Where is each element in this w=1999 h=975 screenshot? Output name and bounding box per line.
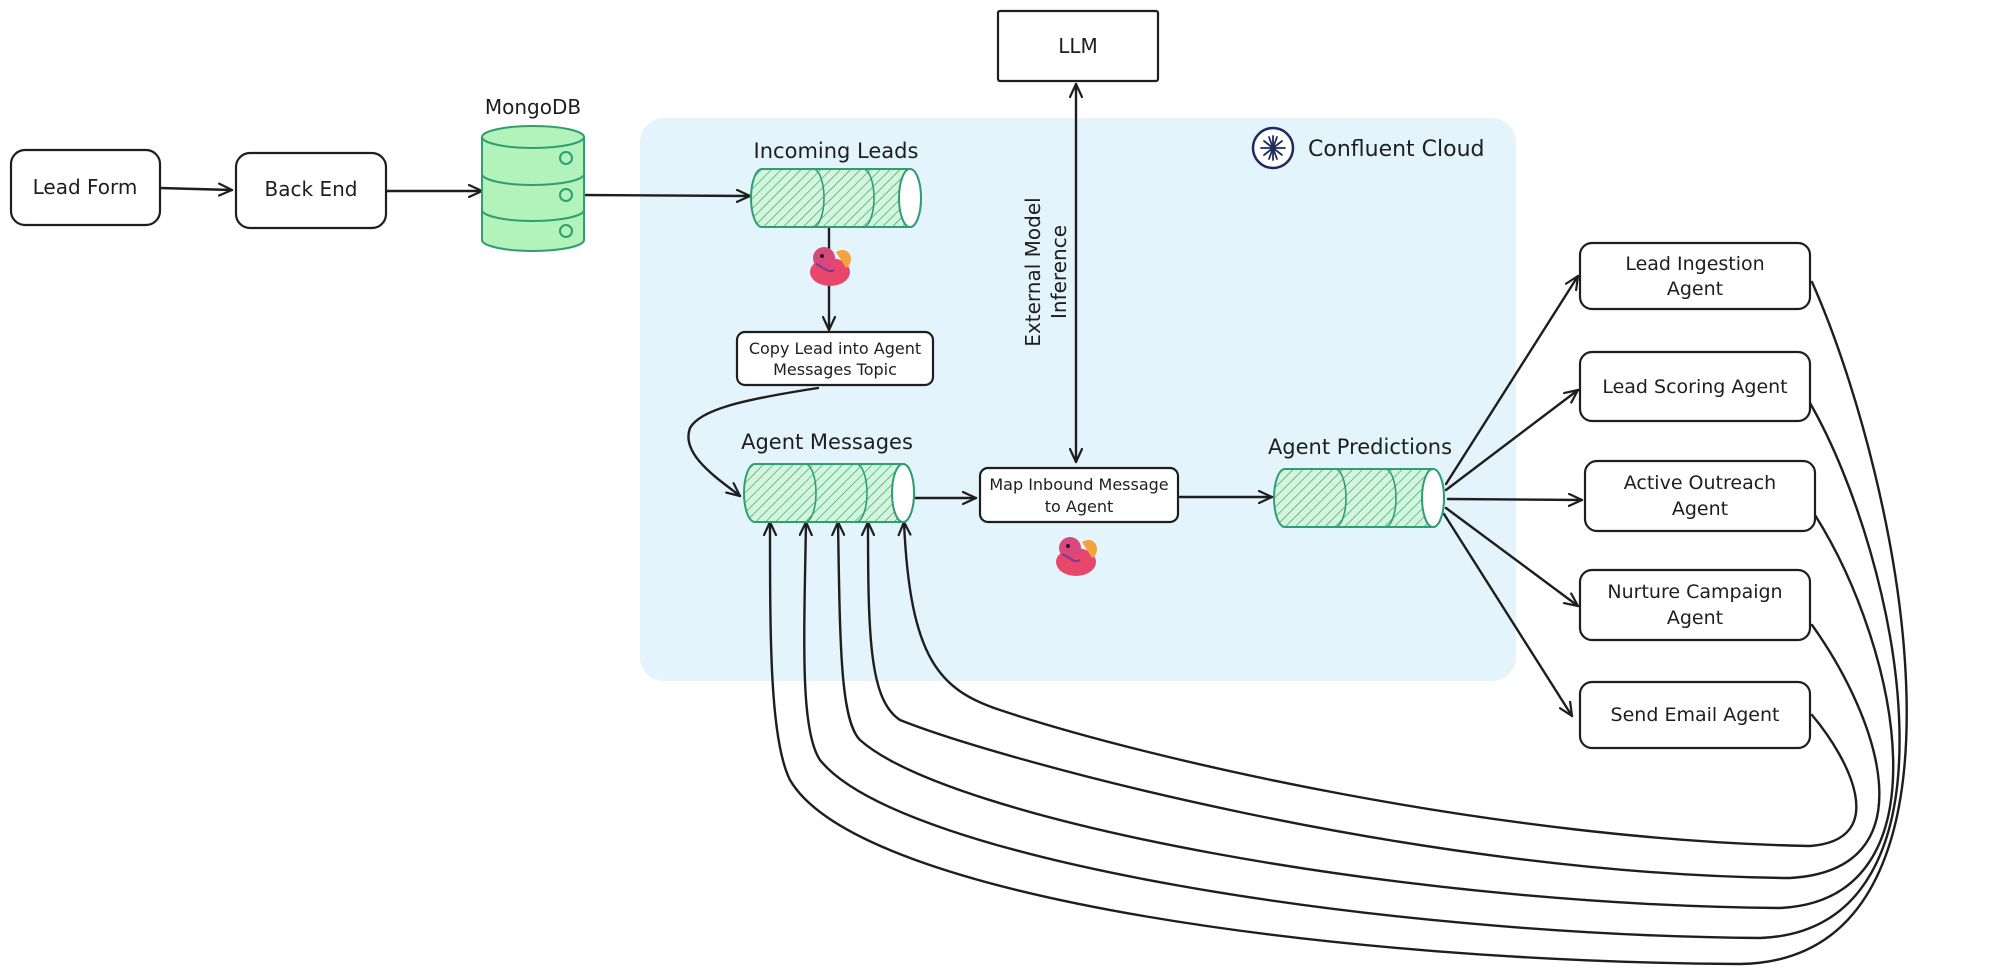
- agent-box-active-outreach: [1583, 459, 1817, 533]
- agent-predictions-label: Agent Predictions: [1268, 435, 1452, 459]
- flink-squirrel-icon: [810, 247, 851, 286]
- edge-copy-agentmessages: [687, 386, 820, 498]
- confluent-cloud-label: Confluent Cloud: [1308, 137, 1485, 162]
- feedback-edge-ingestion: [770, 280, 1908, 966]
- edge-predictions-agent-1: [1444, 274, 1580, 486]
- external-inference-label-1: External Model: [1021, 197, 1045, 346]
- agent-box-lead-scoring: [1578, 350, 1812, 423]
- mongodb-label: MongoDB: [485, 95, 581, 119]
- llm-box: [996, 9, 1160, 83]
- agent-predictions-topic: [1273, 468, 1445, 528]
- edge-mongodb-incoming: [578, 195, 752, 196]
- copy-lead-label-1: Copy Lead into Agent: [749, 339, 921, 358]
- agent-label-active-outreach-1: Active Outreach: [1624, 472, 1776, 494]
- agent-box-send-email: [1578, 680, 1812, 750]
- flink-squirrel-icon: [1056, 537, 1097, 576]
- copy-lead-label-2: Messages Topic: [773, 360, 897, 379]
- feedback-edge-send-email: [904, 520, 1858, 848]
- llm-label: LLM: [1058, 34, 1098, 58]
- edge-predictions-agent-4: [1444, 506, 1580, 608]
- edge-predictions-agent-2: [1444, 388, 1580, 492]
- copy-lead-box: [735, 330, 935, 387]
- feedback-edge-outreach: [838, 513, 1895, 910]
- agent-label-lead-ingestion-2: Agent: [1667, 278, 1723, 300]
- edge-leadform-backend: [158, 188, 234, 190]
- incoming-leads-label: Incoming Leads: [754, 139, 919, 163]
- agent-label-lead-scoring: Lead Scoring Agent: [1602, 376, 1787, 398]
- lead-form-box: [9, 148, 162, 227]
- agent-label-lead-ingestion-1: Lead Ingestion: [1625, 253, 1764, 275]
- feedback-edge-nurture: [868, 520, 1881, 880]
- feedback-edge-scoring: [804, 401, 1901, 940]
- agent-label-nurture-campaign-2: Agent: [1667, 607, 1723, 629]
- incoming-leads-topic: [750, 168, 922, 228]
- back-end-box: [234, 151, 388, 230]
- agent-label-active-outreach-2: Agent: [1672, 498, 1728, 520]
- map-inbound-label-1: Map Inbound Message: [989, 475, 1168, 494]
- map-inbound-box: [978, 466, 1180, 524]
- agent-messages-label: Agent Messages: [741, 430, 913, 454]
- edge-predictions-agent-5: [1442, 512, 1574, 718]
- agent-messages-topic: [743, 463, 915, 523]
- agent-box-lead-ingestion: [1578, 241, 1812, 311]
- agent-label-send-email: Send Email Agent: [1611, 704, 1780, 726]
- map-inbound-label-2: to Agent: [1045, 497, 1114, 516]
- edge-predictions-agent-3: [1446, 499, 1584, 500]
- lead-form-label: Lead Form: [33, 175, 138, 199]
- agent-box-nurture-campaign: [1578, 568, 1812, 642]
- database-icon: [481, 125, 585, 252]
- agent-label-nurture-campaign-1: Nurture Campaign: [1607, 581, 1782, 603]
- back-end-label: Back End: [265, 177, 358, 201]
- external-inference-label-2: Inference: [1047, 225, 1071, 319]
- confluent-logo-icon: [1251, 126, 1295, 170]
